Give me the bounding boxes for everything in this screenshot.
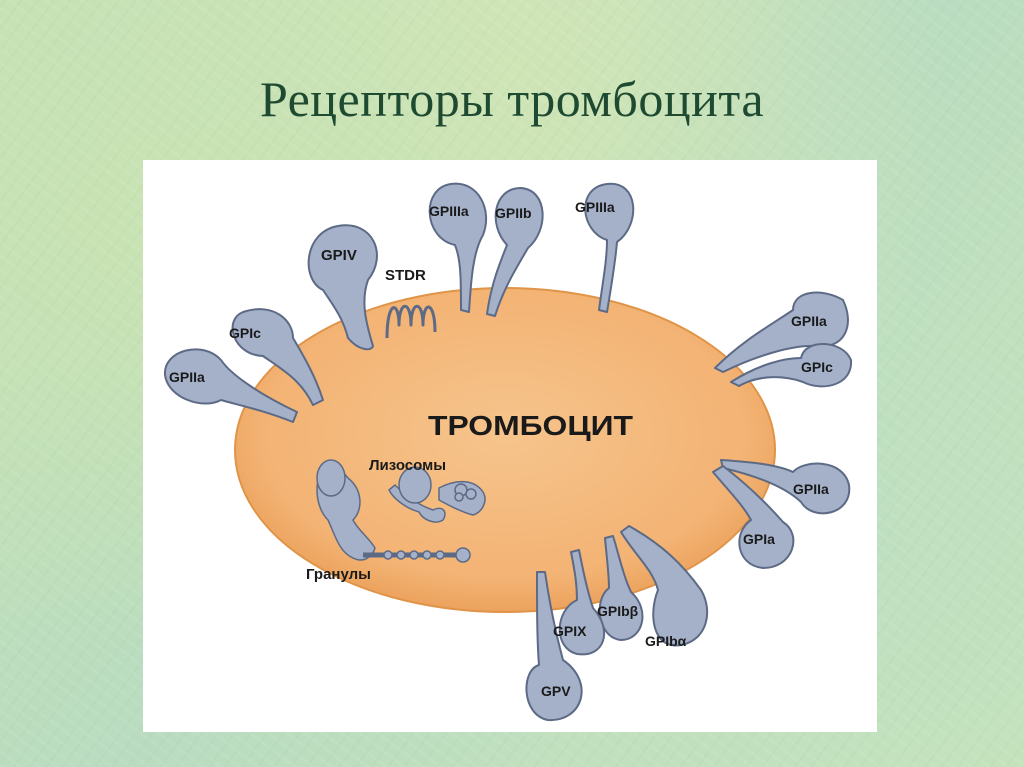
label-gpic-left: GPIc [229,325,261,341]
receptor-gpiia-right-lower [720,459,851,515]
label-gpiiia-top-right: GPIIIa [575,199,615,215]
platelet-cell [234,287,776,613]
label-gpic-right: GPIc [801,359,833,375]
cell-label: ТРОМБОЦИТ [428,410,633,441]
receptor-stdr [385,304,437,339]
label-gpiia-left: GPIIa [169,369,205,385]
label-stdr: STDR [385,267,426,284]
receptor-gpiv [307,224,378,351]
label-gpiia-right-lower: GPIIa [793,481,829,497]
lysosomes-label: Лизосомы [369,457,446,474]
label-gpibb: GPIbβ [597,603,639,619]
receptor-gpiiia-gpiib [428,182,544,317]
receptor-gpiiia-right [584,182,635,313]
label-gpiba: GPIbα [645,633,687,649]
slide-title: Рецепторы тромбоцита [259,71,765,127]
label-gpiia-right-upper: GPIIa [791,313,827,329]
granules-label: Гранулы [306,566,371,583]
label-gpix: GPIX [553,623,587,639]
label-gpiv: GPIV [321,247,357,264]
receptor-gpv [525,571,583,722]
receptor-gpia-right [712,465,795,569]
diagram-panel: ТРОМБОЦИТ Лизосомы Гранулы GPIV STDR GPI… [143,160,877,732]
granule-organelles [316,459,471,563]
lysosome-organelles [388,466,486,523]
label-gpiiia-top-left: GPIIIa [429,203,469,219]
receptor-gpix [558,549,606,656]
receptor-gpibb [598,535,644,641]
label-gpia-right: GPIa [743,531,775,547]
receptor-gpic-right [730,343,853,388]
platelet-diagram: ТРОМБОЦИТ Лизосомы Гранулы GPIV STDR GPI… [163,182,853,722]
receptor-gpiba [620,525,709,647]
label-gpiib: GPIIb [495,205,532,221]
receptor-gpiia-left [163,348,298,423]
label-gpv: GPV [541,683,571,699]
receptor-gpic-left [231,308,324,406]
receptor-gpiia-right-upper [714,291,849,373]
